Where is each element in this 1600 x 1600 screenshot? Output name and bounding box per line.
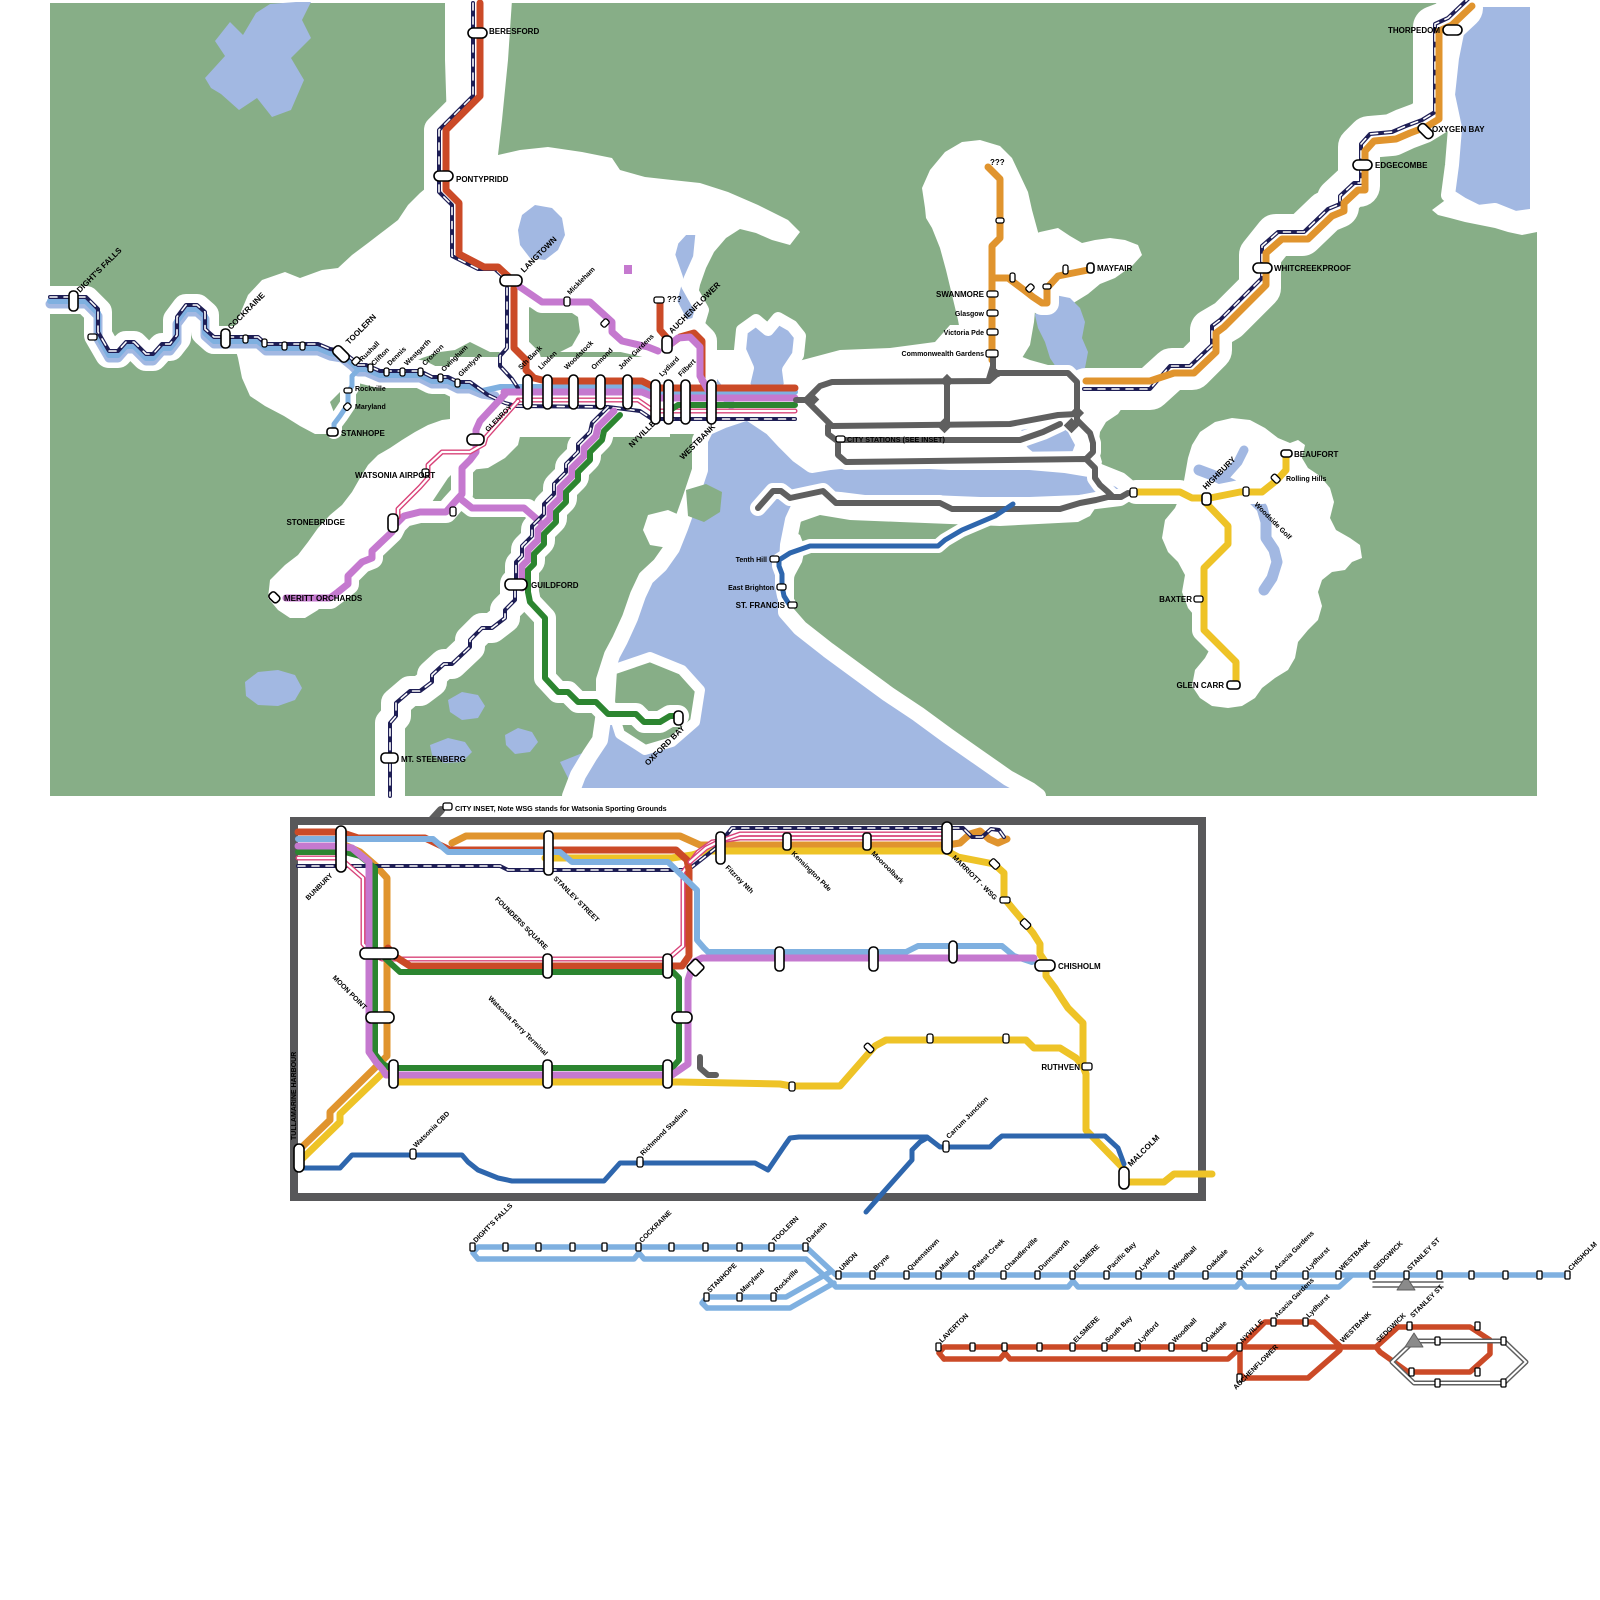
svg-text:GUILDFORD: GUILDFORD [531,581,579,590]
svg-text:WHITCREEKPROOF: WHITCREEKPROOF [1274,264,1351,273]
svg-text:???: ??? [990,158,1005,167]
svg-text:WATSONIA AIRPORT: WATSONIA AIRPORT [355,471,435,480]
svg-text:SWANMORE: SWANMORE [936,290,985,299]
svg-text:MERITT ORCHARDS: MERITT ORCHARDS [284,594,363,603]
svg-text:EDGECOMBE: EDGECOMBE [1375,161,1428,170]
svg-text:STANHOPE: STANHOPE [341,429,386,438]
svg-text:Rolling Hills: Rolling Hills [1286,476,1327,483]
svg-text:CITY INSET, Note WSG stands fo: CITY INSET, Note WSG stands for Watsonia… [455,804,667,813]
svg-text:ST. FRANCIS: ST. FRANCIS [736,601,786,610]
svg-text:Tenth Hill: Tenth Hill [736,557,767,564]
svg-text:Rockville: Rockville [355,386,386,393]
svg-text:BEAUFORT: BEAUFORT [1294,450,1339,459]
svg-text:TULLAMARINE HARBOUR: TULLAMARINE HARBOUR [291,1052,298,1140]
svg-text:STONEBRIDGE: STONEBRIDGE [286,518,345,527]
svg-text:Maryland: Maryland [355,404,386,411]
svg-text:MAYFAIR: MAYFAIR [1097,264,1132,273]
svg-text:East Brighton: East Brighton [728,585,774,592]
svg-text:THORPEDOM: THORPEDOM [1388,26,1440,35]
svg-text:OXYGEN BAY: OXYGEN BAY [1432,125,1485,134]
svg-text:RUTHVEN: RUTHVEN [1041,1063,1080,1072]
svg-text:???: ??? [667,295,682,304]
svg-text:GLEN CARR: GLEN CARR [1176,681,1224,690]
svg-text:BERESFORD: BERESFORD [489,27,539,36]
svg-text:Glasgow: Glasgow [955,311,985,318]
svg-text:MT. STEENBERG: MT. STEENBERG [401,755,466,764]
svg-text:CHISHOLM: CHISHOLM [1058,962,1101,971]
svg-text:PONTYPRIDD: PONTYPRIDD [456,175,509,184]
svg-text:Commonwealth Gardens: Commonwealth Gardens [902,351,985,358]
svg-text:CITY STATIONS (SEE INSET): CITY STATIONS (SEE INSET) [847,435,945,444]
svg-text:Victoria Pde: Victoria Pde [944,330,984,337]
svg-text:BAXTER: BAXTER [1159,595,1192,604]
